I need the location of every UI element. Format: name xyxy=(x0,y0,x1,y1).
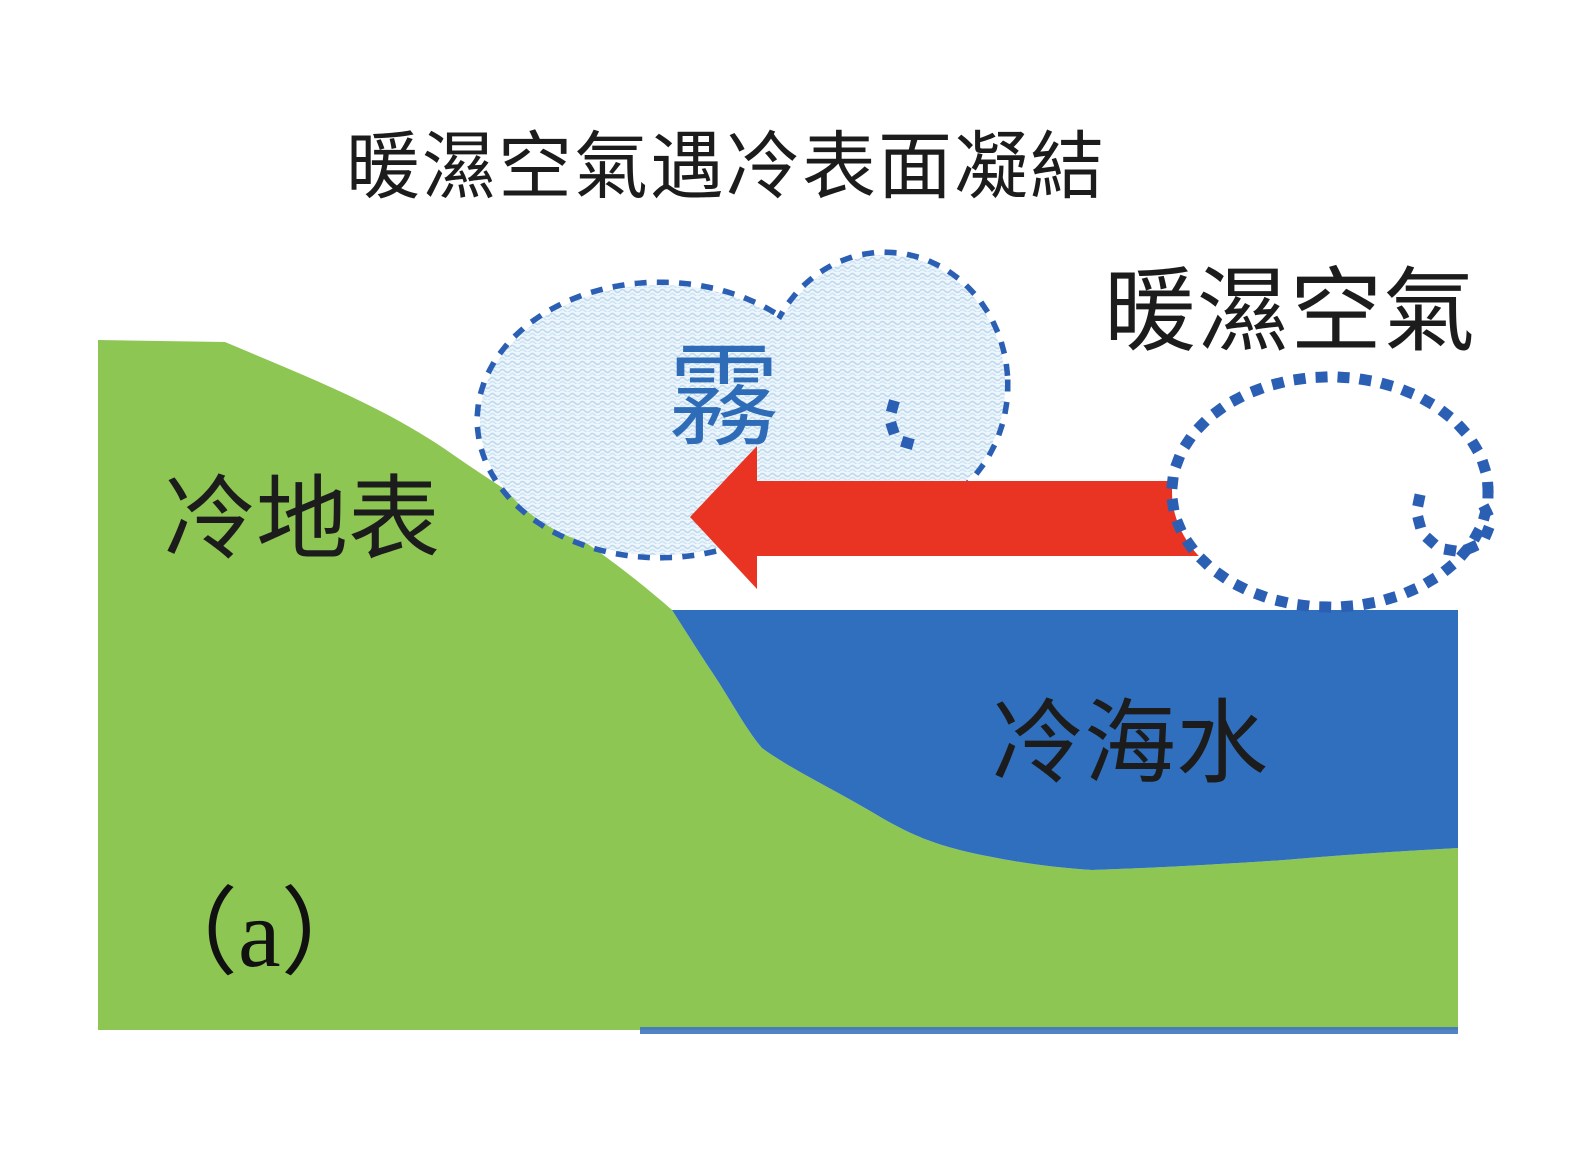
bottom-baseline xyxy=(640,1027,1458,1034)
warm-air-cloud xyxy=(1166,371,1495,613)
wind-arrow xyxy=(690,446,1255,589)
cold-sea-label: 冷海水 xyxy=(992,693,1269,795)
warm-air-label: 暖濕空氣 xyxy=(1104,261,1477,363)
diagram-title: 暖濕空氣遇冷表面凝結 xyxy=(346,125,1106,208)
cold-land-shape xyxy=(98,340,1458,1030)
cold-sea-shape xyxy=(672,610,1458,870)
fog-label: 霧 xyxy=(668,335,780,460)
warm-air-cloud-curl xyxy=(1412,493,1495,557)
panel-letter-label: （a） xyxy=(142,880,377,987)
cold-land-label: 冷地表 xyxy=(164,469,441,571)
